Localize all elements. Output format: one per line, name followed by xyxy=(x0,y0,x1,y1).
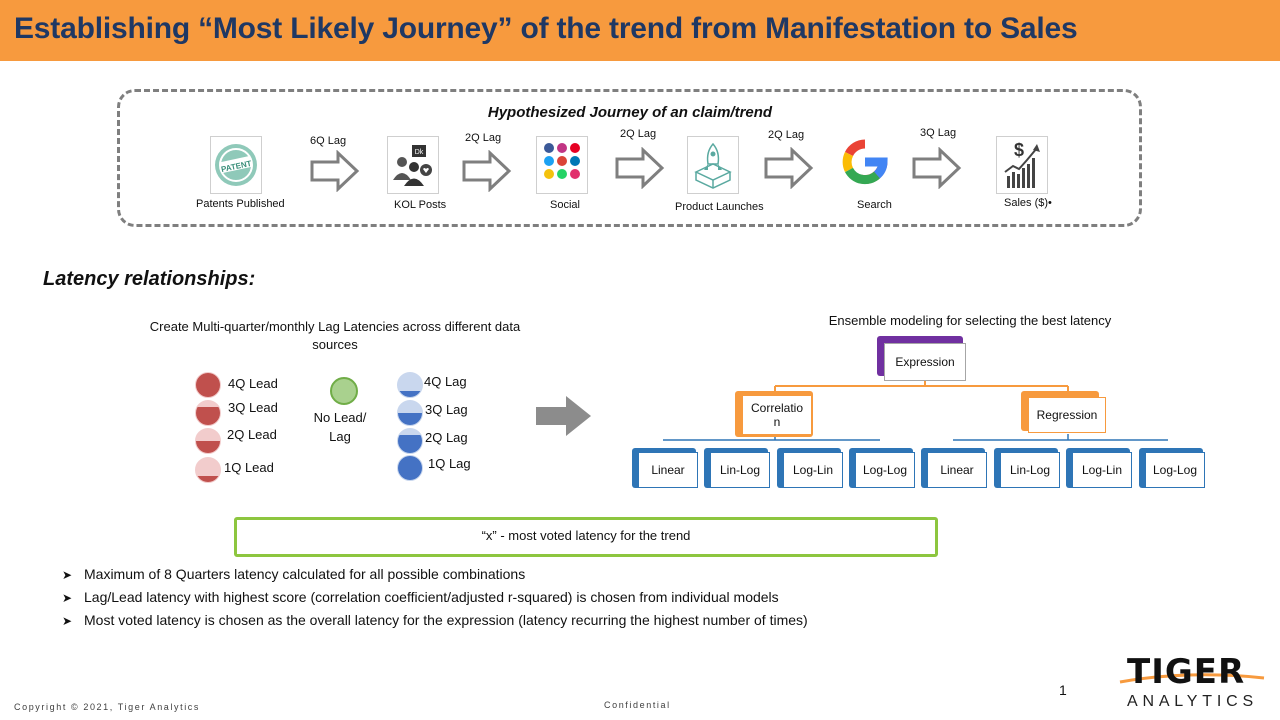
lead-circle-3q xyxy=(195,400,221,426)
stage-label-kol: KOL Posts xyxy=(394,199,447,211)
rocket-icon xyxy=(687,136,739,194)
regression-node: Regression xyxy=(1028,397,1106,433)
page-title: Establishing “Most Likely Journey” of th… xyxy=(14,12,1078,45)
lead-label-2q: 2Q Lead xyxy=(227,427,277,442)
leaf-linear-regression: Linear xyxy=(927,452,987,488)
lag-label-3: 2Q Lag xyxy=(620,128,657,140)
no-lead-lag-label: No Lead/ Lag xyxy=(313,410,367,444)
stage-label-social: Social xyxy=(550,199,580,211)
lead-label-1q: 1Q Lead xyxy=(224,460,274,475)
confidential-label: Confidential xyxy=(604,700,671,710)
arrow-bullet-icon: ➤ xyxy=(62,591,73,605)
stage-label-search: Search xyxy=(857,199,892,211)
journey-container xyxy=(117,89,1142,227)
leaf-log-lin-regression: Log-Lin xyxy=(1072,452,1132,488)
copyright-text: Copyright © 2021, Tiger Analytics xyxy=(14,702,200,712)
lag-label-4q: 4Q Lag xyxy=(424,374,467,389)
tiger-logo: TIGER xyxy=(1127,652,1246,692)
leaf-log-log-regression: Log-Log xyxy=(1145,452,1205,488)
arrow-bullet-icon: ➤ xyxy=(62,568,73,582)
sales-chart-icon: $ xyxy=(996,136,1048,194)
stage-label-patents: Patents Published xyxy=(196,198,285,210)
arrow-right-icon xyxy=(310,150,360,192)
correlation-node: Correlatio n xyxy=(742,395,812,435)
lead-circle-1q xyxy=(195,457,221,483)
leaf-lin-log-correlation: Lin-Log xyxy=(710,452,770,488)
arrow-right-icon xyxy=(536,396,591,436)
svg-text:$: $ xyxy=(1014,140,1024,160)
lag-label-2: 2Q Lag xyxy=(465,132,502,144)
leaf-linear-correlation: Linear xyxy=(638,452,698,488)
lag-label-1: 6Q Lag xyxy=(310,135,347,147)
arrow-right-icon xyxy=(764,147,814,189)
bullet-item: ➤ Lag/Lead latency with highest score (co… xyxy=(62,589,779,605)
arrow-bullet-icon: ➤ xyxy=(62,614,73,628)
lag-label-5: 3Q Lag xyxy=(920,127,957,139)
patent-icon: PATENT xyxy=(210,136,262,194)
arrow-right-icon xyxy=(462,150,512,192)
leaf-log-log-correlation: Log-Log xyxy=(855,452,915,488)
expression-node: Expression xyxy=(884,343,966,381)
latency-heading: Latency relationships: xyxy=(43,268,256,290)
analytics-logo-text: ANALYTICS xyxy=(1127,693,1258,710)
tree-connectors xyxy=(663,380,1168,441)
lag-circle-3q xyxy=(397,400,423,426)
google-icon xyxy=(839,133,891,191)
lag-intro-text: Create Multi-quarter/monthly Lag Latenci… xyxy=(149,319,521,352)
social-media-icon xyxy=(536,136,588,194)
lag-label-4: 2Q Lag xyxy=(768,129,805,141)
lag-label-2q: 2Q Lag xyxy=(425,430,468,445)
logo-swoosh-icon xyxy=(1119,673,1265,684)
bullet-item: ➤ Maximum of 8 Quarters latency calculate… xyxy=(62,566,525,582)
lead-label-3q: 3Q Lead xyxy=(228,400,278,415)
voted-latency-box xyxy=(234,517,938,557)
title-bar xyxy=(0,0,1280,61)
lag-label-1q: 1Q Lag xyxy=(428,456,471,471)
arrow-right-icon xyxy=(615,147,665,189)
lag-circle-1q xyxy=(397,455,423,481)
svg-text:Dk: Dk xyxy=(415,149,424,156)
bullet-text: Lag/Lead latency with highest score (cor… xyxy=(84,589,779,605)
lag-circle-2q xyxy=(397,428,423,454)
stage-label-product-launches: Product Launches xyxy=(675,201,764,213)
lead-circle-2q xyxy=(195,428,221,454)
ensemble-title: Ensemble modeling for selecting the best… xyxy=(828,313,1112,328)
journey-title: Hypothesized Journey of an claim/trend xyxy=(487,104,773,121)
arrow-right-icon xyxy=(912,147,962,189)
lag-circle-4q xyxy=(397,372,423,398)
leaf-lin-log-regression: Lin-Log xyxy=(1000,452,1060,488)
no-lead-lag-circle xyxy=(330,377,358,405)
kol-icon: Dk xyxy=(387,136,439,194)
bullet-text: Maximum of 8 Quarters latency calculated… xyxy=(84,566,526,582)
bullet-item: ➤ Most voted latency is chosen as the ove… xyxy=(62,612,808,628)
bullet-text: Most voted latency is chosen as the over… xyxy=(84,612,808,628)
stage-label-sales: Sales ($)• xyxy=(1004,197,1052,209)
leaf-log-lin-correlation: Log-Lin xyxy=(783,452,843,488)
page-number: 1 xyxy=(1059,682,1067,698)
lead-circle-4q xyxy=(195,372,221,398)
lead-label-4q: 4Q Lead xyxy=(228,376,278,391)
voted-latency-text: “x” - most voted latency for the trend xyxy=(481,528,691,543)
lag-label-3q: 3Q Lag xyxy=(425,402,468,417)
